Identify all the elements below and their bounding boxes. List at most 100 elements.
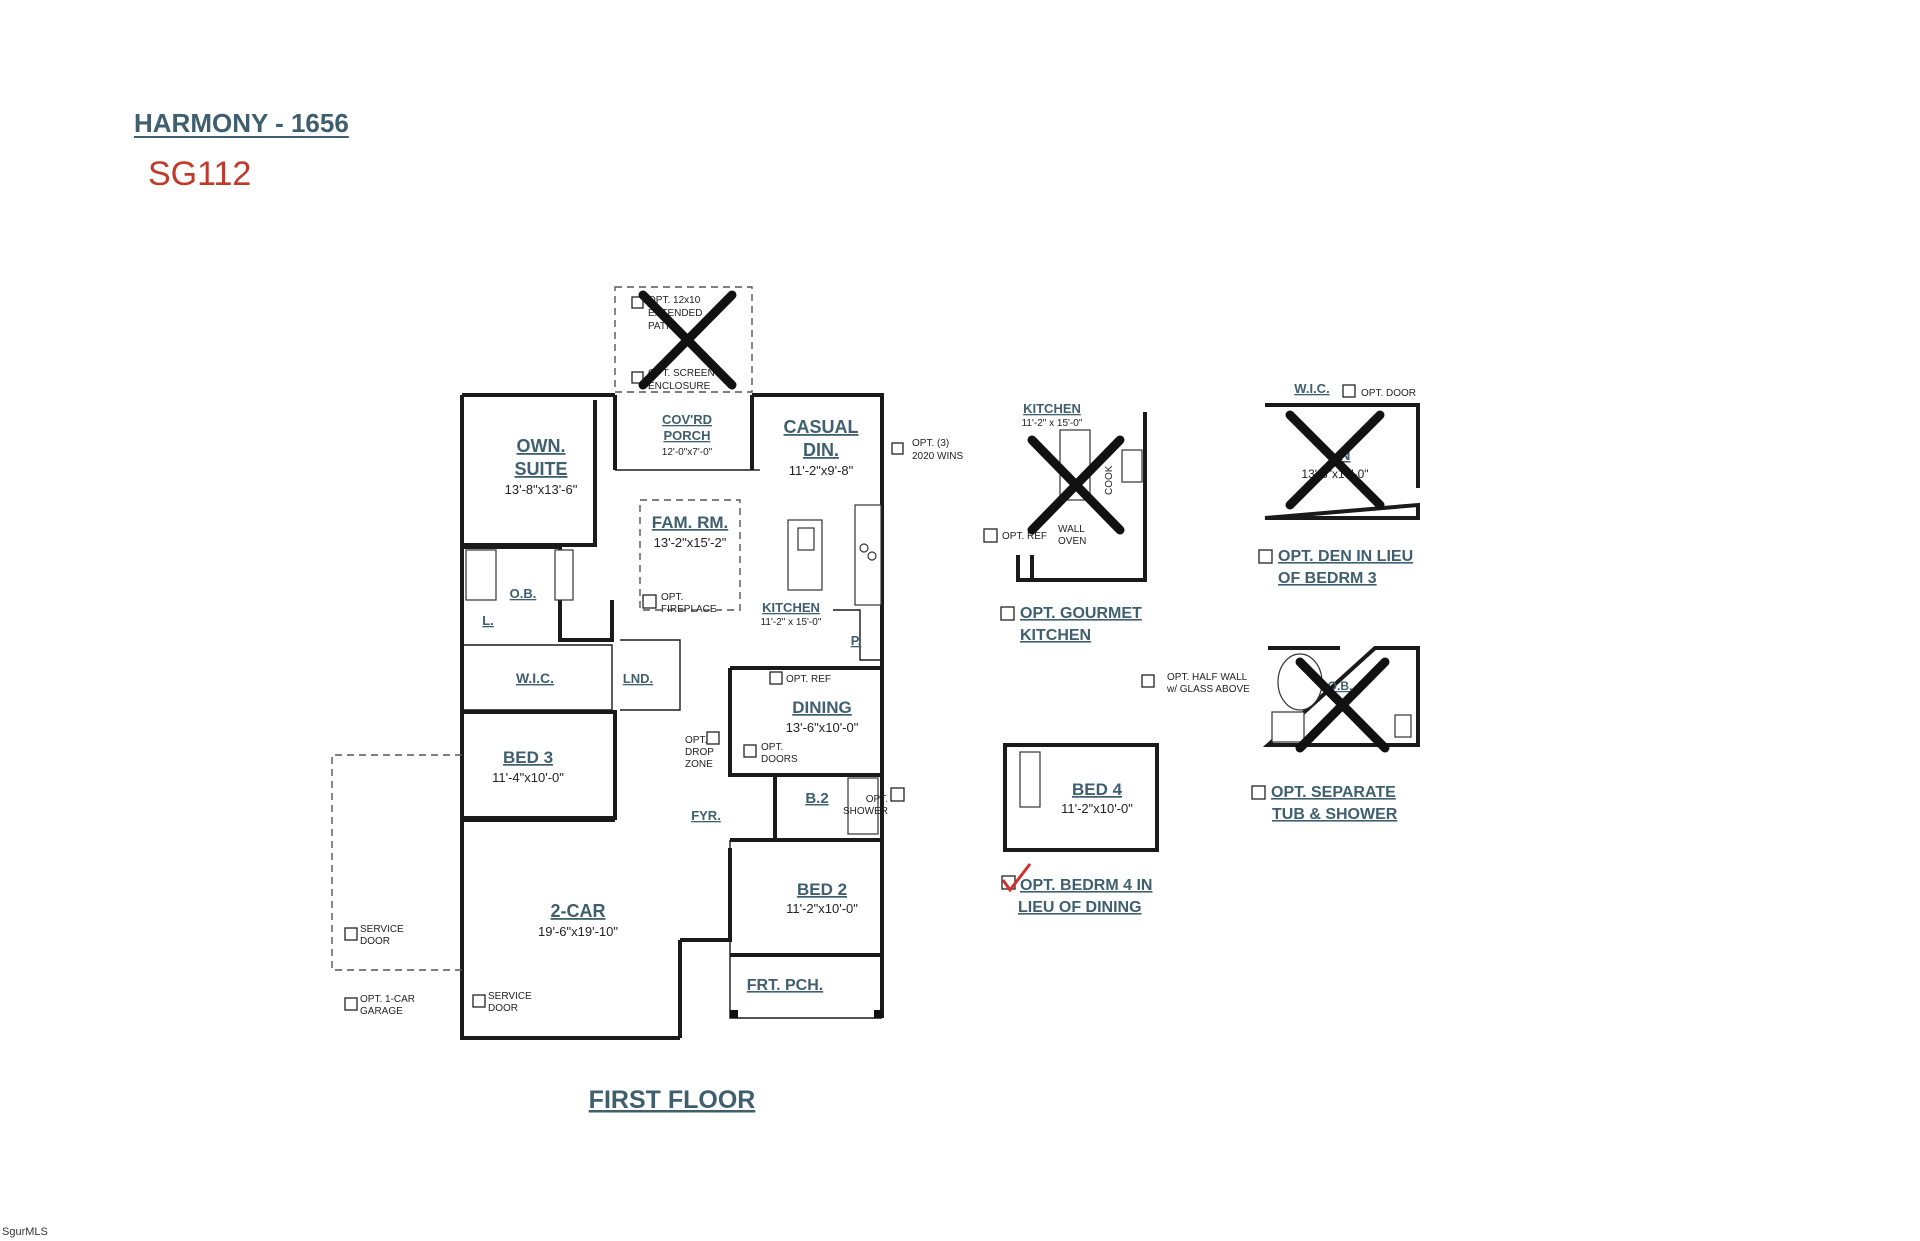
opt-doors-checkbox[interactable]	[743, 744, 757, 758]
own-suite-dim: 13'-8"x13'-6"	[505, 482, 578, 497]
l-name: L.	[482, 613, 494, 628]
opt-wins-checkbox[interactable]	[891, 442, 904, 455]
opt-shower-label-1: OPT.	[866, 794, 888, 805]
opt-service-door-checkbox[interactable]	[344, 927, 358, 941]
watermark-logo: SgurMLS	[2, 1226, 48, 1238]
bed4-option-label-1: OPT. BEDRM 4 IN	[1020, 877, 1152, 894]
bed3-name: BED 3	[503, 748, 553, 767]
bed2-wall	[730, 838, 882, 957]
opt-drop-zone-checkbox[interactable]	[706, 731, 720, 745]
tub-shower-option-checkbox[interactable]	[1251, 785, 1266, 800]
bed4-dim: 11'-2"x10'-0"	[1061, 801, 1133, 816]
floor-label: FIRST FLOOR	[589, 1086, 756, 1114]
opt-drop-label-2: DROP	[685, 747, 714, 758]
bed4-selected-checkmark-icon	[1001, 863, 1032, 893]
bath2-tub	[847, 777, 879, 835]
den-opt-door-checkbox[interactable]	[1342, 384, 1356, 398]
kitchen-sink	[797, 527, 815, 551]
tub-shower-option-label-1: OPT. SEPARATE	[1271, 784, 1396, 801]
bed2-dim: 11'-2"x10'-0"	[786, 901, 858, 916]
laundry-wall	[620, 639, 681, 711]
opt-one-car-label-2: GARAGE	[360, 1006, 403, 1017]
porch-side-walls	[613, 395, 754, 470]
exterior-wall-right	[752, 393, 884, 1018]
opt-wins-label-2: 2020 WINS	[912, 451, 963, 462]
gourmet-kitchen-dim: 11'-2" x 15'-0"	[1022, 418, 1083, 429]
opt-screen-label-2: ENCLOSURE	[648, 381, 711, 392]
bed4-wall	[1003, 743, 1159, 852]
tub-shower-option-label-2: TUB & SHOWER	[1272, 806, 1398, 823]
den-wic-name: W.I.C.	[1294, 381, 1329, 396]
opt-shower-checkbox[interactable]	[890, 787, 905, 802]
garage-dim: 19'-6"x19'-10"	[538, 924, 618, 939]
opt-service-door-label-2: DOOR	[360, 936, 390, 947]
kitchen-name: KITCHEN	[762, 600, 820, 615]
gourmet-cooktop	[1121, 449, 1143, 483]
half-wall-checkbox[interactable]	[1141, 674, 1155, 688]
opt-fireplace-checkbox[interactable]	[642, 594, 657, 609]
opt-patio-label-2: EXTENDED	[648, 308, 702, 319]
porch-post-right	[874, 1010, 882, 1018]
casual-din-dim: 11'-2"x9'-8"	[789, 463, 854, 478]
opt-doors-label-2: DOORS	[761, 754, 798, 765]
plan-name: HARMONY - 1656	[134, 108, 349, 138]
dining-name: DINING	[792, 698, 852, 717]
casual-din-name-1: CASUAL	[784, 417, 859, 437]
dining-wall	[728, 666, 882, 777]
fam-rm-dim: 13'-2"x15'-2"	[654, 535, 727, 550]
covd-porch-name-1: COV'RD	[662, 412, 712, 427]
covd-porch-dim: 12'-0"x7'-0"	[662, 447, 713, 458]
opt-patio-label-1: OPT. 12x10	[648, 295, 701, 306]
cross-mark-gourmet-b	[1027, 435, 1125, 535]
opt-drop-label-1: OPT.	[685, 735, 707, 746]
bed4-name: BED 4	[1072, 780, 1123, 799]
opt-one-car-checkbox[interactable]	[344, 997, 358, 1011]
covd-porch-name-2: PORCH	[664, 428, 711, 443]
cross-mark-tub-b	[1295, 657, 1390, 753]
den-option-label-1: OPT. DEN IN LIEU	[1278, 548, 1413, 565]
shower-fixture	[1271, 711, 1305, 743]
frt-pch-name: FRT. PCH.	[747, 977, 823, 994]
opt-ref-checkbox[interactable]	[769, 671, 783, 685]
gourmet-option-label-2: KITCHEN	[1020, 627, 1091, 644]
garage-service-door-label-1: SERVICE	[488, 991, 532, 1002]
opt-screen-label-1: OPT. SCREEN	[648, 368, 715, 379]
garage-name: 2-CAR	[550, 901, 605, 921]
casual-din-name-2: DIN.	[803, 440, 839, 460]
gourmet-kitchen-name: KITCHEN	[1023, 401, 1081, 416]
garage-service-door-label-2: DOOR	[488, 1003, 518, 1014]
gourmet-kitchen-wall	[1016, 412, 1147, 582]
wic-name: W.I.C.	[516, 670, 554, 686]
own-suite-name-1: OWN.	[517, 436, 566, 456]
gourmet-option-checkbox[interactable]	[1000, 606, 1015, 621]
garage-service-door-checkbox[interactable]	[472, 994, 486, 1008]
plan-code: SG112	[148, 155, 252, 193]
fyr-name: FYR.	[691, 808, 721, 823]
half-wall-label-2: w/ GLASS ABOVE	[1166, 684, 1250, 695]
cooktop-burner-2	[867, 551, 877, 561]
own-suite-name-2: SUITE	[514, 459, 567, 479]
den-option-checkbox[interactable]	[1258, 549, 1273, 564]
bed2-name: BED 2	[797, 880, 847, 899]
toilet-fixture	[1394, 714, 1412, 738]
cooktop-burner	[859, 543, 869, 553]
gourmet-opt-ref-checkbox[interactable]	[983, 528, 998, 543]
fam-rm-name: FAM. RM.	[652, 513, 729, 532]
opt-screen-checkbox[interactable]	[631, 371, 644, 384]
gourmet-wall-oven-1: WALL	[1058, 524, 1085, 535]
den-wall	[1264, 403, 1420, 520]
gourmet-option-label-1: OPT. GOURMET	[1020, 605, 1142, 622]
gourmet-wall-oven-2: OVEN	[1058, 536, 1086, 547]
gourmet-cook-label: COOK	[1104, 465, 1115, 495]
opt-patio-checkbox[interactable]	[631, 296, 644, 309]
b2-name: B.2	[805, 790, 828, 807]
bed4-closet	[1019, 751, 1041, 808]
opt-patio-label-3: PATIO	[648, 321, 677, 332]
owner-bath-vanity	[554, 549, 574, 601]
garage-inner-wall	[678, 848, 732, 1038]
owner-shower	[465, 549, 497, 601]
pantry-wall	[833, 609, 882, 661]
opt-drop-label-3: ZONE	[685, 759, 713, 770]
exterior-wall-left	[460, 395, 680, 1040]
